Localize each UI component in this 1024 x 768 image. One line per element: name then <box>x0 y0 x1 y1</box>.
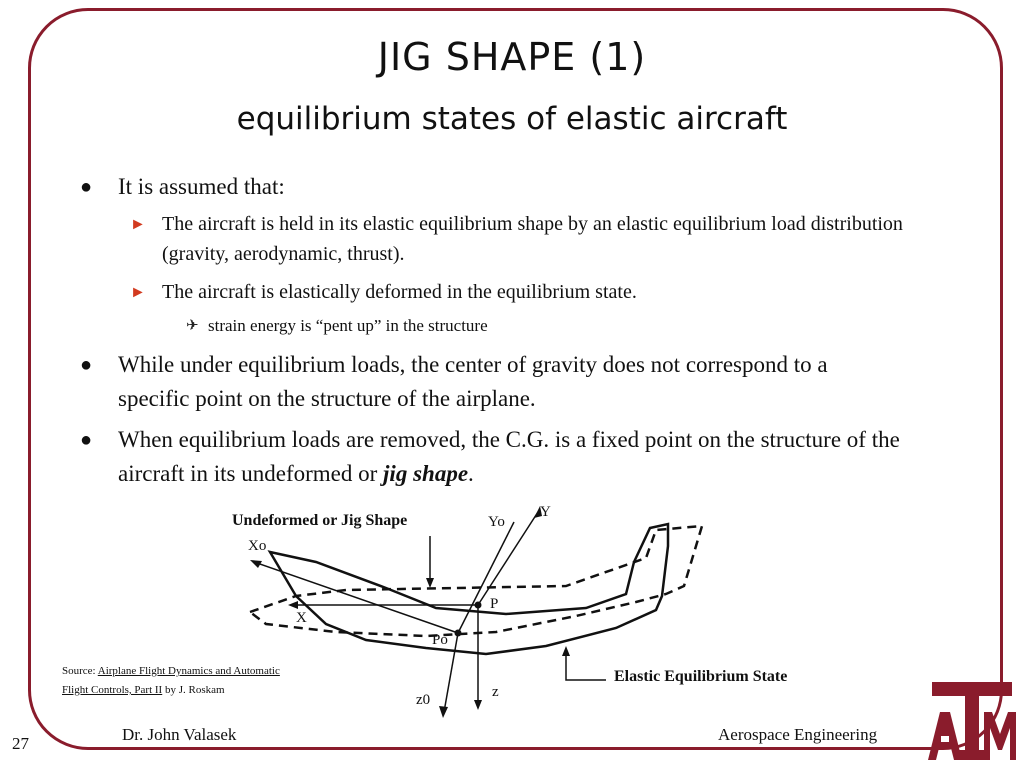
y-axis <box>477 511 539 606</box>
bullet-2: While under equilibrium loads, the cente… <box>118 352 828 411</box>
point-po <box>454 629 462 637</box>
bullet-3: When equilibrium loads are removed, the … <box>118 423 918 491</box>
bullet-dot: ● <box>80 354 93 376</box>
axis-label-p: P <box>490 596 499 612</box>
point-p <box>474 601 482 609</box>
elastic-leader <box>565 654 606 681</box>
slide-subtitle: equilibrium states of elastic aircraft <box>236 101 788 137</box>
zo-axis <box>443 632 459 713</box>
elastic-shape-outline <box>267 522 670 656</box>
footer-author: Dr. John Valasek <box>122 725 237 744</box>
arrow-bullet-icon: ► <box>130 284 146 301</box>
bullet-dot: ● <box>80 176 93 198</box>
yo-axis <box>457 521 515 634</box>
arrow-bullet-icon: ► <box>130 216 146 233</box>
xo-axis <box>253 561 459 634</box>
axis-label-z: z <box>492 684 499 700</box>
elastic-leader-arrowhead <box>562 646 570 656</box>
source-citation: Source: Airplane Flight Dynamics and Aut… <box>62 662 280 700</box>
bullet-3-text: When equilibrium loads are removed, the … <box>118 427 900 486</box>
axis-label-po: Po <box>432 632 448 648</box>
source-suffix: by J. Roskam <box>164 684 225 696</box>
zo-arrowhead <box>439 706 448 718</box>
aircraft-diagram <box>247 506 704 718</box>
bullet-1: It is assumed that: <box>118 174 285 199</box>
axis-label-x: X <box>296 610 307 626</box>
atm-logo <box>928 682 1016 760</box>
slide-title: JIG SHAPE (1) <box>377 35 647 79</box>
bullet-1-2: The aircraft is elastically deformed in … <box>162 281 637 303</box>
bullet-dot: ● <box>80 429 93 451</box>
airplane-bullet-icon: ✈ <box>186 318 199 334</box>
undeformed-leader-arrowhead <box>426 578 434 588</box>
x-arrowhead <box>288 601 298 609</box>
bullet-3-period: . <box>468 461 474 486</box>
bullet-1-2-1: strain energy is “pent up” in the struct… <box>208 316 488 335</box>
jig-shape-emphasis: jig shape <box>383 461 469 486</box>
axis-label-z0: z0 <box>416 692 431 708</box>
source-link-1[interactable]: Airplane Flight Dynamics and Automatic <box>97 665 280 677</box>
source-link-2[interactable]: Flight Controls, Part II <box>62 684 163 696</box>
slide-frame <box>28 8 1003 750</box>
undeformed-label: Undeformed or Jig Shape <box>232 512 408 529</box>
bullet-1-1: The aircraft is held in its elastic equi… <box>162 213 903 265</box>
xo-arrowhead <box>250 560 262 568</box>
axis-label-yo: Yo <box>488 514 505 530</box>
elastic-label: Elastic Equilibrium State <box>614 668 788 685</box>
axis-label-xo: Xo <box>248 538 267 554</box>
page-number: 27 <box>12 734 29 753</box>
z-arrowhead <box>474 700 482 710</box>
y-arrowhead <box>534 506 542 518</box>
axis-label-y: Y <box>540 504 551 520</box>
footer-department: Aerospace Engineering <box>718 725 878 744</box>
source-prefix: Source: <box>62 665 96 677</box>
